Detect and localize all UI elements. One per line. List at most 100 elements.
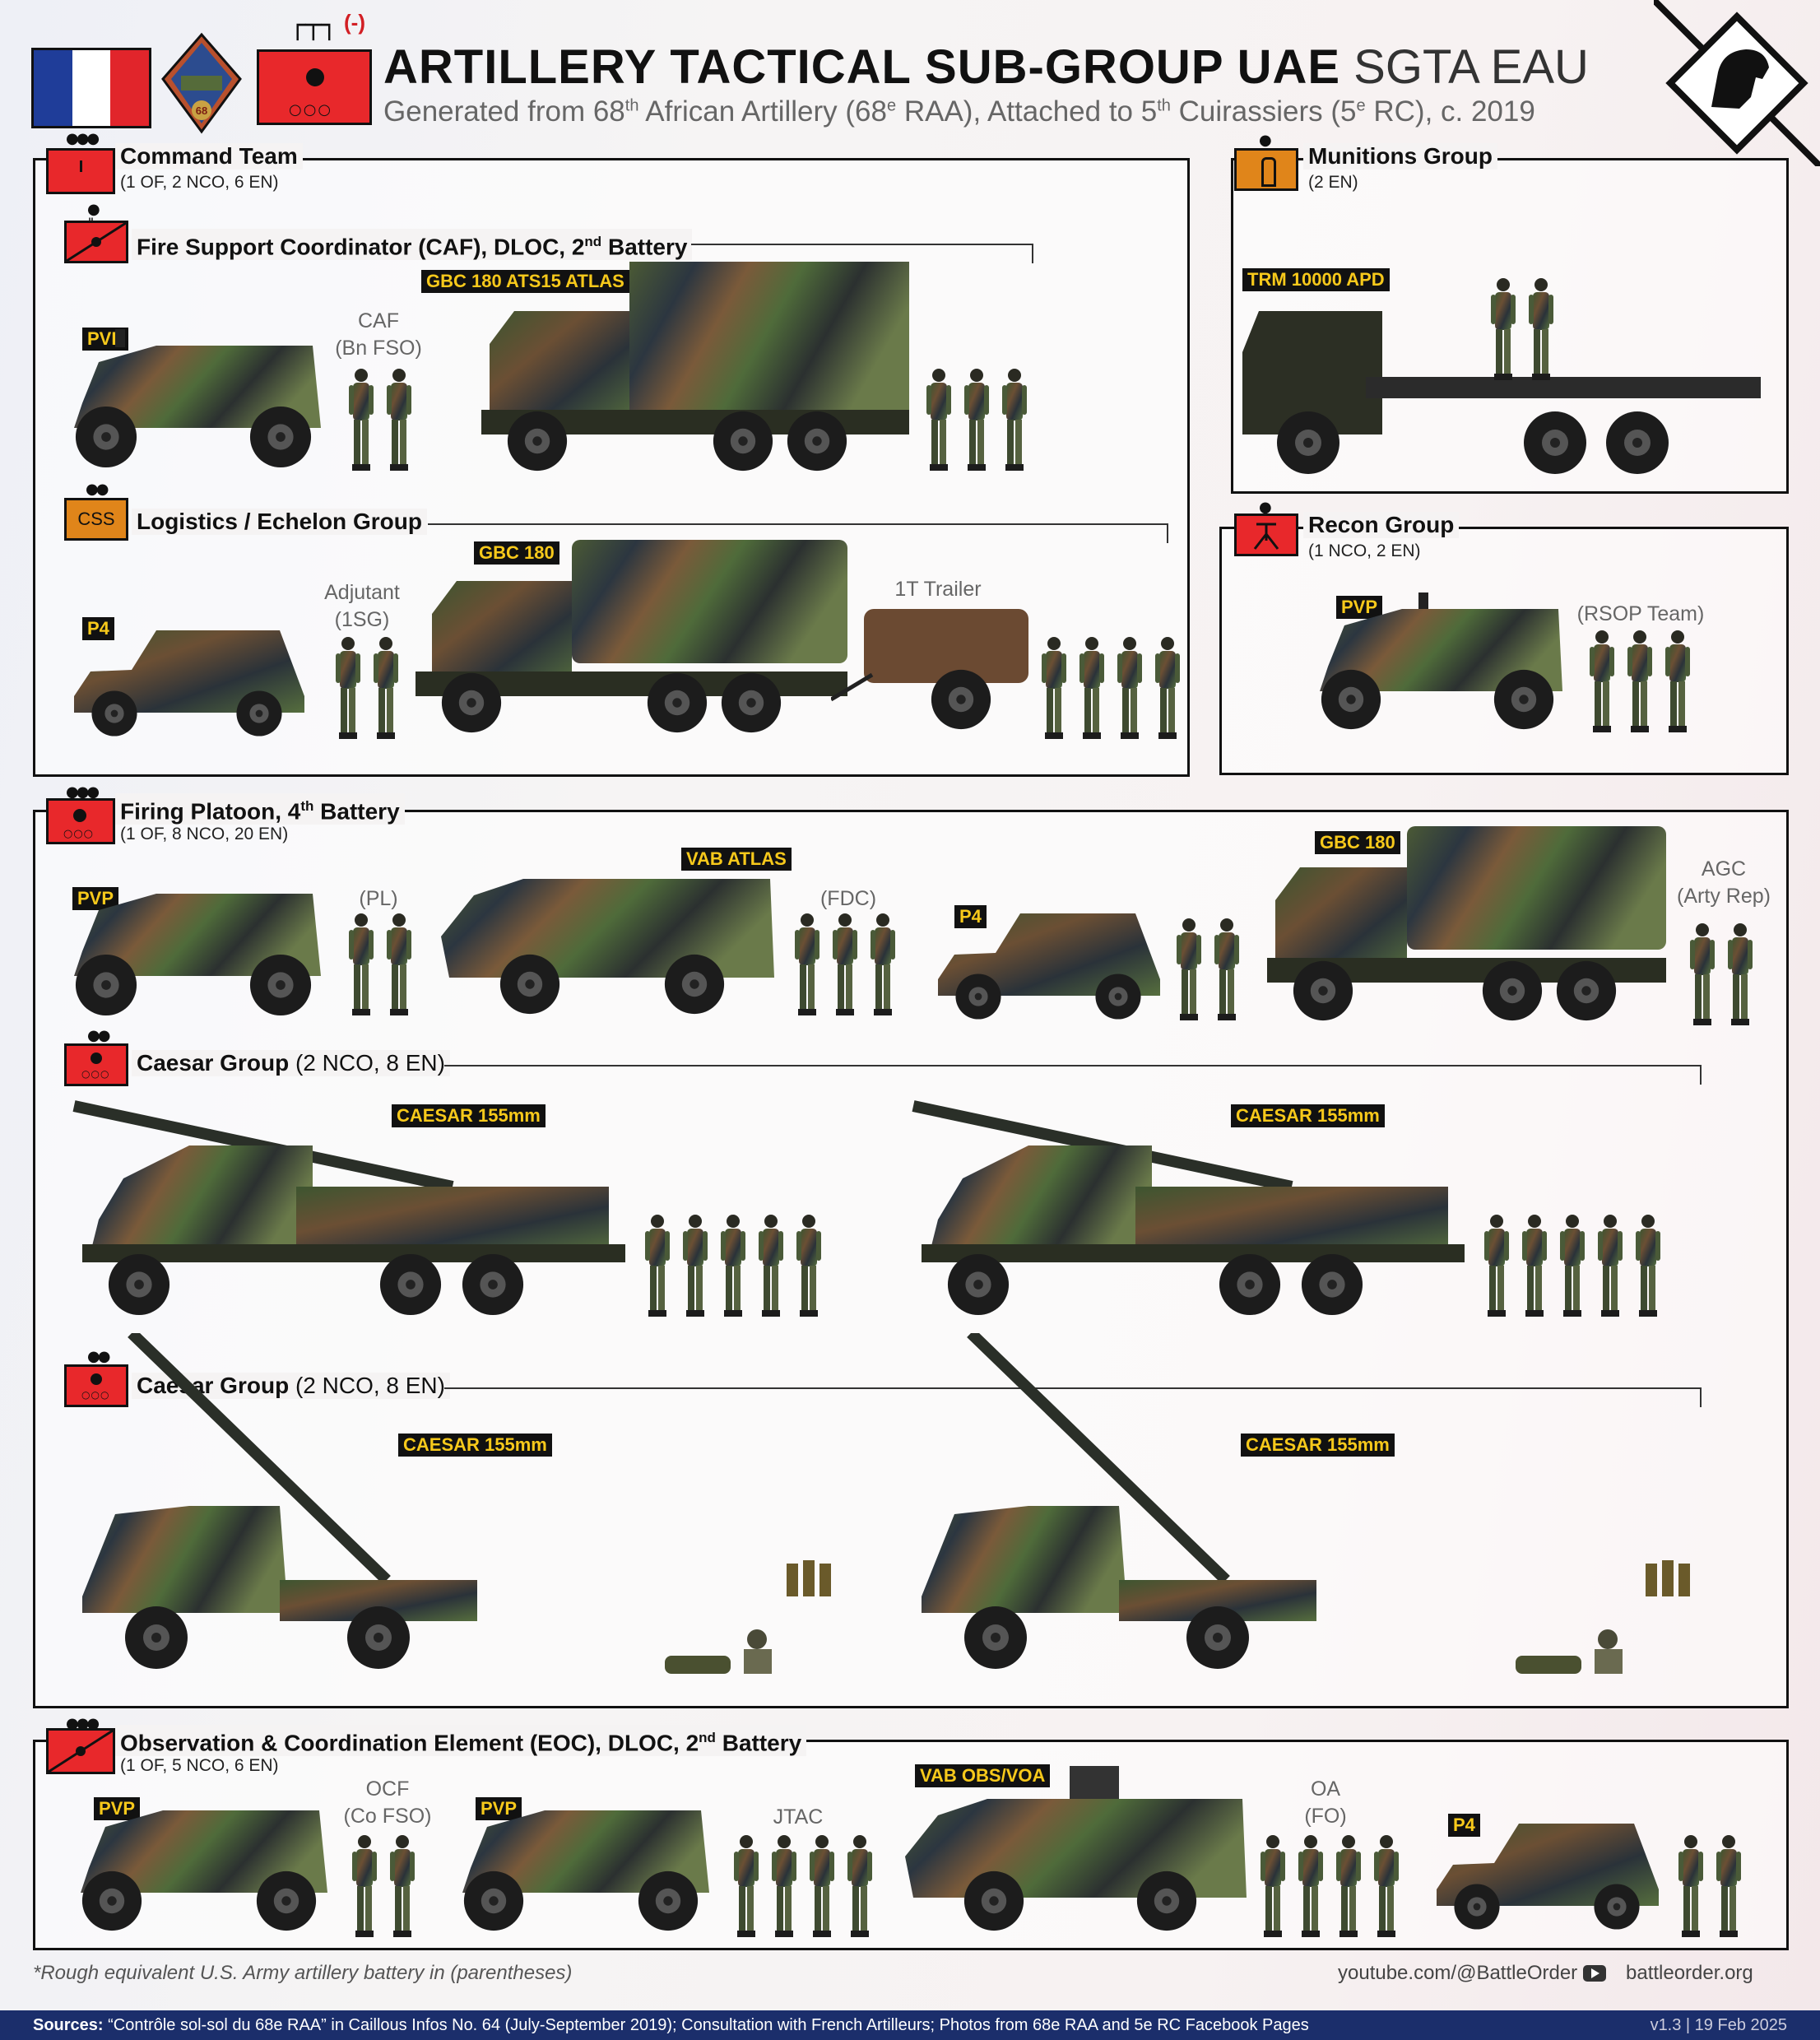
logistics-p4-label: P4 bbox=[82, 617, 114, 640]
caesar-group-2-bracket bbox=[444, 1387, 1702, 1407]
eoc-symbol bbox=[46, 1728, 115, 1774]
caesar-155mm-firing bbox=[913, 1328, 1489, 1679]
ammunition-rounds bbox=[658, 1615, 782, 1680]
soldier-figure bbox=[1713, 1833, 1744, 1939]
caesar-group-1-title: Caesar Group (2 NCO, 8 EN) bbox=[132, 1050, 450, 1076]
logistics-title: Logistics / Echelon Group bbox=[132, 509, 427, 535]
gbc-180-atlas-truck bbox=[481, 262, 913, 472]
recon-soldiers bbox=[1586, 629, 1693, 734]
css-badge-text: CSS bbox=[77, 509, 115, 529]
ammunition-rounds bbox=[1509, 1615, 1632, 1680]
vab-obs-voa-vehicle bbox=[905, 1766, 1251, 1934]
oa-soldiers bbox=[1257, 1833, 1402, 1939]
eoc-strength: (1 OF, 5 NCO, 6 EN) bbox=[120, 1756, 279, 1775]
soldier-figure bbox=[642, 1213, 673, 1318]
logistics-bracket bbox=[428, 523, 1168, 543]
caesar-1a-label: CAESAR 155mm bbox=[392, 1104, 546, 1127]
soldier-figure bbox=[806, 1833, 838, 1939]
pvp-vehicle bbox=[72, 1777, 336, 1934]
website-link[interactable]: battleorder.org bbox=[1626, 1962, 1753, 1984]
page-title-bold: ARTILLERY TACTICAL SUB-GROUP UAE bbox=[383, 40, 1341, 94]
munitions-strength: (2 EN) bbox=[1308, 173, 1358, 192]
soldier-figure bbox=[1725, 922, 1756, 1027]
soldier-figure bbox=[1488, 276, 1519, 382]
soldier-figure bbox=[346, 912, 377, 1017]
platoon-pvp-label: PVP bbox=[72, 887, 119, 910]
command-team-symbol bbox=[46, 148, 115, 194]
fdc-role-label: (FDC) bbox=[819, 887, 877, 910]
soldier-figure bbox=[829, 912, 861, 1017]
caesar-155mm-traveling bbox=[905, 1096, 1481, 1317]
version-text: v1.3 | 19 Feb 2025 bbox=[1650, 2016, 1787, 2034]
caesar-2b-label: CAESAR 155mm bbox=[1241, 1434, 1395, 1457]
soldier-figure bbox=[792, 912, 823, 1017]
soldier-figure bbox=[1481, 1213, 1512, 1318]
soldier-figure bbox=[1038, 635, 1070, 741]
gbc-180-truck bbox=[416, 540, 852, 734]
eoc-pvp-2-label: PVP bbox=[476, 1797, 522, 1820]
1t-trailer bbox=[829, 609, 1028, 732]
soldier-figure bbox=[370, 635, 402, 741]
svg-text:68: 68 bbox=[196, 105, 207, 117]
youtube-icon bbox=[1582, 1965, 1606, 1982]
caesar-1a-crew bbox=[642, 1213, 824, 1318]
page-title: ARTILLERY TACTICAL SUB-GROUP UAE SGTA EA… bbox=[383, 43, 1589, 92]
soldier-figure bbox=[387, 1833, 418, 1939]
caf-title: Fire Support Coordinator (CAF), DLOC, 2n… bbox=[132, 229, 693, 261]
echelon-reduced-mark: (-) bbox=[344, 10, 365, 35]
trm-label: TRM 10000 APD bbox=[1242, 268, 1390, 291]
flag-of-france bbox=[31, 48, 151, 128]
firing-platoon-symbol: ○○○ bbox=[46, 798, 115, 844]
youtube-link[interactable]: youtube.com/@BattleOrder bbox=[1338, 1962, 1606, 1985]
battle-order-logo bbox=[1651, 0, 1820, 169]
atlas-crew-soldiers bbox=[923, 367, 1030, 472]
soldier-figure bbox=[1295, 1833, 1326, 1939]
soldier-figure bbox=[1662, 629, 1693, 734]
gbc-180-label: GBC 180 bbox=[474, 541, 559, 565]
recon-pvp-label: PVP bbox=[1336, 596, 1383, 619]
agc-soldiers bbox=[1687, 922, 1756, 1027]
p4-vehicle bbox=[66, 622, 313, 737]
caesar-group-1-symbol: ○○○ bbox=[64, 1043, 128, 1086]
soldier-figure bbox=[1624, 629, 1655, 734]
eoc-pvp-1-label: PVP bbox=[94, 1797, 141, 1820]
soldier-figure bbox=[680, 1213, 711, 1318]
p4-soldiers bbox=[1173, 917, 1242, 1022]
firing-battery-symbol: ○○○ bbox=[257, 49, 372, 125]
page-title-light: SGTA EAU bbox=[1353, 40, 1589, 94]
caesar-155mm-firing bbox=[74, 1328, 650, 1679]
soldier-figure bbox=[1333, 1833, 1364, 1939]
echelon-mark: ┌┬┐ bbox=[290, 9, 337, 40]
caf-soldiers bbox=[346, 367, 415, 472]
gbc-180-truck bbox=[1267, 826, 1670, 1024]
soldier-figure bbox=[1675, 1833, 1706, 1939]
ocf-role-label: OCF(Co FSO) bbox=[343, 1777, 432, 1828]
soldier-figure bbox=[923, 367, 954, 472]
echelon-dots: ●●● bbox=[66, 1715, 100, 1732]
soldier-figure bbox=[844, 1833, 875, 1939]
adjutant-soldiers bbox=[332, 635, 402, 741]
eoc-p4-label: P4 bbox=[1448, 1814, 1480, 1837]
echelon-dots: ●● bbox=[86, 481, 109, 498]
soldier-figure bbox=[755, 1213, 787, 1318]
soldier-figure bbox=[349, 1833, 380, 1939]
soldier-figure bbox=[1114, 635, 1145, 741]
sources-text: “Contrôle sol-sol du 68e RAA” in Caillou… bbox=[103, 2016, 1309, 2034]
munitions-soldiers bbox=[1488, 276, 1557, 382]
jtac-soldiers bbox=[731, 1833, 875, 1939]
recon-strength: (1 NCO, 2 EN) bbox=[1308, 541, 1421, 560]
soldier-figure bbox=[1519, 1213, 1550, 1318]
soldier-figure bbox=[1211, 917, 1242, 1022]
agc-role-label: AGC(Arty Rep) bbox=[1677, 857, 1771, 908]
rsop-role-label: (RSOP Team) bbox=[1576, 602, 1705, 625]
page-subtitle: Generated from 68th African Artillery (6… bbox=[383, 95, 1535, 128]
pvp-vehicle bbox=[66, 313, 329, 469]
recon-symbol bbox=[1234, 513, 1298, 556]
soldier-figure bbox=[731, 1833, 762, 1939]
caesar-group-1-bracket bbox=[444, 1065, 1702, 1085]
ammunition-rounds bbox=[1641, 1555, 1698, 1605]
eoc-p4-soldiers bbox=[1675, 1833, 1744, 1939]
css-symbol: CSS bbox=[64, 498, 128, 541]
echelon-dots: ●● bbox=[87, 1348, 110, 1365]
pvp-vehicle bbox=[1312, 576, 1567, 732]
